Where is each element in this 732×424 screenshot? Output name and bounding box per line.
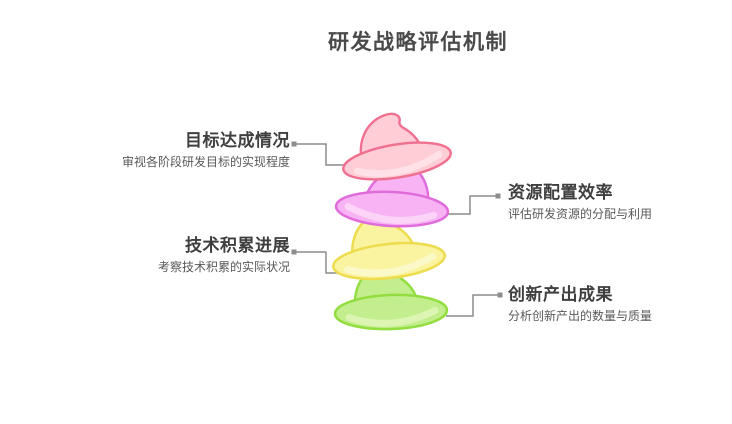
connectors	[291, 141, 503, 317]
label-tech-progress-heading: 技术积累进展	[185, 236, 290, 255]
yellow-hat	[332, 210, 446, 281]
label-goal-achievement-heading: 目标达成情况	[185, 131, 290, 150]
pink-hat-brim	[342, 141, 452, 181]
label-innovation-output: 创新产出成果 分析创新产出的数量与质量	[508, 285, 686, 325]
page-title: 研发战略评估机制	[328, 31, 508, 54]
connector-dot-innovation	[497, 292, 503, 298]
label-resource-efficiency-heading: 资源配置效率	[508, 183, 613, 202]
connector-resource-efficiency	[448, 195, 498, 215]
connector-goal-achievement	[296, 143, 350, 166]
label-goal-achievement: 目标达成情况 审视各阶段研发目标的实现程度	[112, 131, 290, 171]
connector-dot-goal	[291, 141, 297, 147]
pink-hat-highlight	[353, 150, 443, 177]
label-tech-progress: 技术积累进展 考察技术积累的实际状况	[112, 236, 290, 276]
label-resource-efficiency: 资源配置效率 评估研发资源的分配与利用	[508, 183, 686, 223]
label-tech-progress-desc: 考察技术积累的实际状况	[157, 260, 290, 275]
green-hat-highlight	[345, 306, 439, 327]
connector-innovation-output	[446, 294, 500, 317]
connector-dot-tech	[291, 249, 297, 255]
label-innovation-output-heading: 创新产出成果	[508, 285, 613, 304]
label-resource-efficiency-desc: 评估研发资源的分配与利用	[508, 207, 653, 222]
magenta-hat-highlight	[344, 203, 438, 224]
pink-hat	[342, 112, 452, 181]
label-goal-achievement-desc: 审视各阶段研发目标的实现程度	[121, 155, 290, 170]
green-hat	[333, 261, 449, 331]
label-innovation-output-desc: 分析创新产出的数量与质量	[508, 309, 653, 324]
yellow-hat-highlight	[344, 252, 437, 277]
connector-dot-resource	[495, 193, 501, 199]
